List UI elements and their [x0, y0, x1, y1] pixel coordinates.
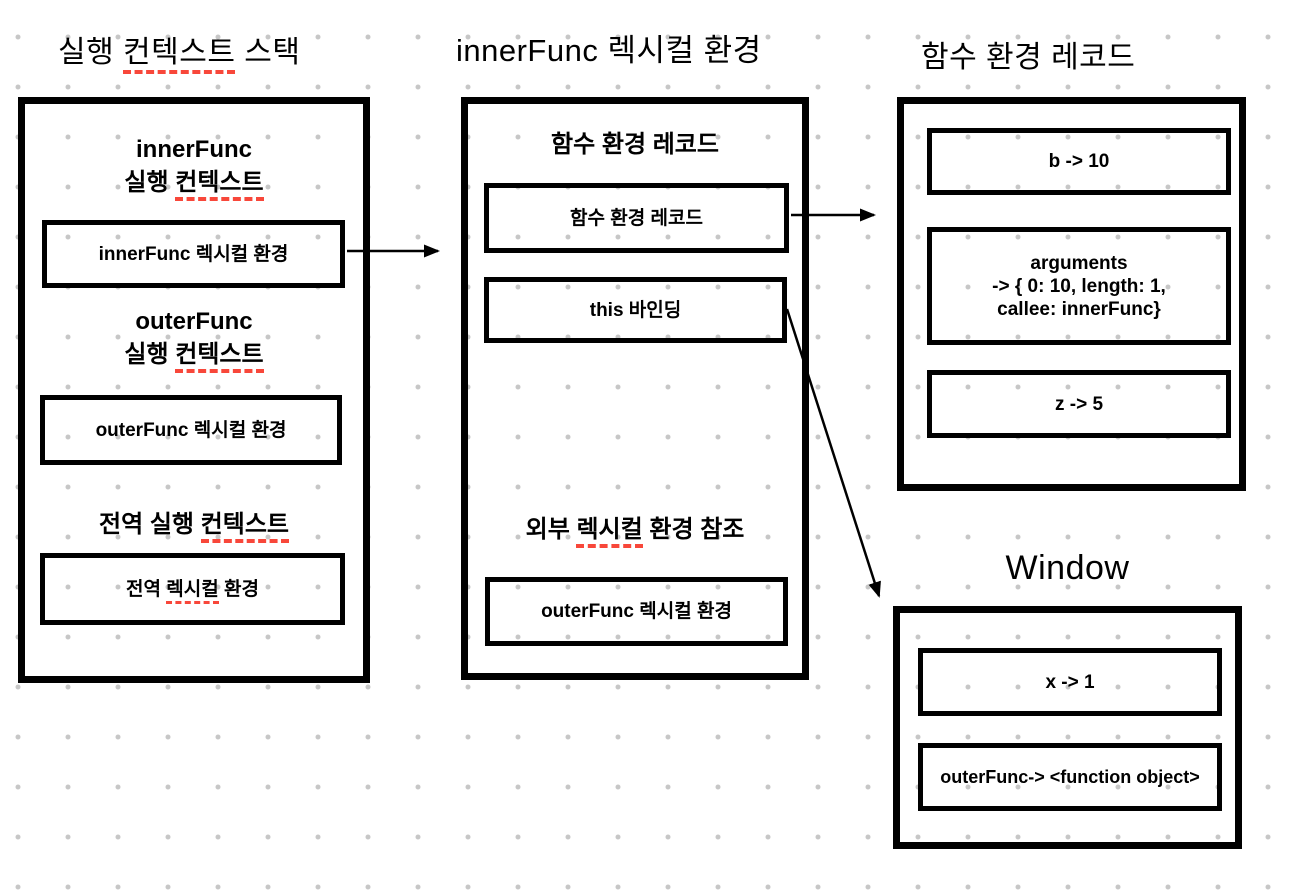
title-window: Window — [1005, 549, 1130, 587]
panel-window — [893, 606, 1242, 849]
panel-function-env-record — [897, 97, 1246, 491]
title-execution-context-stack: 실행 컨텍스트 스택 — [58, 27, 301, 74]
box-arguments-object: arguments -> { 0: 10, length: 1, callee:… — [927, 227, 1231, 345]
title-left-suffix: 스택 — [235, 36, 301, 69]
heading-innerfunc-execution-context: innerFunc 실행 컨텍스트 — [18, 133, 370, 201]
heading-innerfunc-line2-underlined: 컨텍스트 — [175, 169, 264, 201]
heading-global-prefix: 전역 실행 — [99, 511, 201, 538]
box-arguments-line1: arguments — [1030, 252, 1128, 274]
box-outerfunc-function-object: outerFunc-> <function object> — [918, 743, 1222, 811]
title-left-underlined: 컨텍스트 — [123, 36, 236, 74]
heading-function-env-record: 함수 환경 레코드 — [551, 131, 719, 158]
box-global-suffix: 환경 — [218, 578, 259, 600]
title-innerfunc-lexical-env: innerFunc 렉시컬 환경 — [456, 33, 762, 68]
title-function-env-record: 함수 환경 레코드 — [921, 41, 1136, 74]
box-global-lexical-env-label: 전역 렉시컬 환경 — [126, 578, 259, 604]
heading-outerfunc-line2-prefix: 실행 — [124, 341, 176, 368]
heading-outer-ref-prefix: 외부 — [525, 516, 577, 543]
heading-outer-ref-suffix: 환경 참조 — [642, 516, 745, 543]
heading-outerfunc-line2: 실행 컨텍스트 — [18, 338, 370, 373]
box-outerfunc-lexical-env: outerFunc 렉시컬 환경 — [40, 395, 342, 465]
box-global-lexical-env: 전역 렉시컬 환경 — [40, 553, 345, 625]
heading-outer-lexical-env-reference: 외부 렉시컬 환경 참조 — [461, 513, 809, 548]
box-variable-z: z -> 5 — [927, 370, 1231, 438]
box-function-env-record: 함수 환경 레코드 — [484, 183, 789, 253]
title-left-prefix: 실행 — [58, 36, 124, 69]
box-outerfunc-lexical-env-ref: outerFunc 렉시컬 환경 — [485, 577, 788, 646]
heading-outerfunc-line2-underlined: 컨텍스트 — [175, 341, 264, 373]
box-variable-x: x -> 1 — [918, 648, 1222, 716]
box-innerfunc-lexical-env: innerFunc 렉시컬 환경 — [42, 220, 345, 288]
box-global-prefix: 전역 — [126, 578, 167, 600]
box-this-binding: this 바인딩 — [484, 277, 787, 343]
box-arguments-line2: -> { 0: 10, length: 1, — [992, 275, 1166, 297]
heading-outer-ref-underlined: 렉시컬 — [576, 516, 643, 548]
box-arguments-line3: callee: innerFunc} — [997, 298, 1161, 320]
heading-innerfunc-line2-prefix: 실행 — [124, 169, 176, 196]
box-variable-b: b -> 10 — [927, 128, 1231, 195]
heading-outerfunc-execution-context: outerFunc 실행 컨텍스트 — [18, 305, 370, 373]
heading-global-underlined: 컨텍스트 — [200, 511, 289, 543]
box-global-underlined: 렉시컬 — [166, 578, 219, 604]
heading-innerfunc-line1: innerFunc — [135, 136, 252, 163]
heading-global-execution-context: 전역 실행 컨텍스트 — [18, 508, 370, 543]
panel-execution-context-stack — [18, 97, 370, 683]
heading-innerfunc-line2: 실행 컨텍스트 — [18, 166, 370, 201]
heading-outerfunc-line1: outerFunc — [135, 308, 253, 335]
